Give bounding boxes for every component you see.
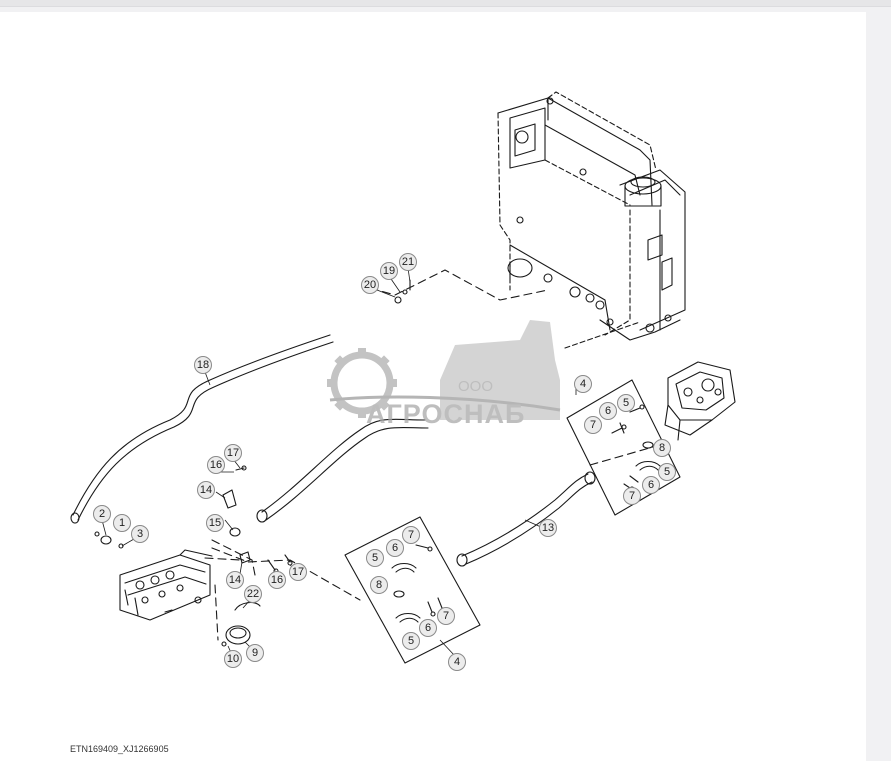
watermark-line2: АГРОСНАБ — [366, 399, 525, 429]
callout-16b: 16 — [268, 571, 286, 589]
callout-2: 2 — [93, 505, 111, 523]
callout-9: 9 — [246, 644, 264, 662]
callout-6-upper-a: 6 — [599, 402, 617, 420]
svg-text:6: 6 — [425, 622, 431, 634]
svg-text:17: 17 — [292, 566, 304, 578]
hose-13 — [456, 471, 596, 567]
callout-8-lower: 8 — [370, 576, 388, 594]
svg-text:6: 6 — [392, 542, 398, 554]
callout-22: 22 — [244, 585, 262, 603]
callout-leaders — [101, 267, 577, 658]
svg-text:7: 7 — [443, 610, 449, 622]
svg-text:5: 5 — [623, 397, 629, 409]
svg-text:6: 6 — [605, 405, 611, 417]
seal-kit-box-lower — [344, 516, 481, 664]
callout-19: 19 — [380, 262, 398, 280]
callout-15: 15 — [206, 514, 224, 532]
svg-text:2: 2 — [99, 508, 105, 520]
callout-7-upper-b: 7 — [623, 487, 641, 505]
callout-5-lower-b: 5 — [402, 632, 420, 650]
control-valve-assembly — [119, 549, 213, 621]
callouts: 20 19 21 18 2 1 3 17 16 14 15 14 16 17 2… — [93, 253, 676, 671]
svg-text:8: 8 — [659, 442, 665, 454]
svg-text:13: 13 — [542, 522, 554, 534]
svg-text:10: 10 — [227, 653, 239, 665]
top-bar — [0, 0, 891, 7]
svg-text:20: 20 — [364, 279, 376, 291]
callout-4-upper: 4 — [574, 375, 592, 393]
svg-text:7: 7 — [629, 490, 635, 502]
svg-text:9: 9 — [252, 647, 258, 659]
svg-text:14: 14 — [229, 574, 241, 586]
svg-text:5: 5 — [664, 466, 670, 478]
seal-kit-box-upper — [566, 379, 681, 516]
tractor-icon — [440, 320, 560, 420]
callout-6-upper-b: 6 — [642, 476, 660, 494]
callout-4-lower: 4 — [448, 653, 466, 671]
callout-16a: 16 — [207, 456, 225, 474]
fittings — [94, 279, 411, 647]
hydraulic-valve-block — [664, 361, 736, 441]
diagram-card — [0, 12, 866, 761]
hose-18 — [70, 334, 334, 524]
svg-text:5: 5 — [372, 552, 378, 564]
svg-text:7: 7 — [590, 419, 596, 431]
svg-text:14: 14 — [200, 484, 212, 496]
callout-17b: 17 — [289, 563, 307, 581]
svg-text:5: 5 — [408, 635, 414, 647]
callout-21: 21 — [399, 253, 417, 271]
svg-text:1: 1 — [119, 517, 125, 529]
callout-7-lower-b: 7 — [437, 607, 455, 625]
callout-20: 20 — [361, 276, 379, 294]
callout-3: 3 — [131, 525, 149, 543]
svg-text:22: 22 — [247, 588, 259, 600]
hose-center — [256, 418, 429, 523]
watermark-line1: ООО — [458, 378, 493, 395]
callout-5-upper-b: 5 — [658, 463, 676, 481]
svg-text:16: 16 — [210, 459, 222, 471]
callout-13: 13 — [539, 519, 557, 537]
svg-text:6: 6 — [648, 479, 654, 491]
cooler-assembly — [497, 91, 686, 349]
svg-text:8: 8 — [376, 579, 382, 591]
callout-6-lower-b: 6 — [419, 619, 437, 637]
svg-text:18: 18 — [197, 359, 209, 371]
callout-5-upper-a: 5 — [617, 394, 635, 412]
svg-text:16: 16 — [271, 574, 283, 586]
watermark: ООО АГРОСНАБ — [327, 320, 561, 429]
svg-text:7: 7 — [408, 529, 414, 541]
svg-text:15: 15 — [209, 517, 221, 529]
svg-text:4: 4 — [580, 378, 586, 390]
svg-text:4: 4 — [454, 656, 460, 668]
callout-14b: 14 — [226, 571, 244, 589]
callout-18: 18 — [194, 356, 212, 374]
leader-lines — [204, 269, 661, 641]
callout-7-upper-a: 7 — [584, 416, 602, 434]
callout-6-lower-a: 6 — [386, 539, 404, 557]
svg-text:21: 21 — [402, 256, 414, 268]
callout-10: 10 — [224, 650, 242, 668]
callout-8-upper: 8 — [653, 439, 671, 457]
svg-text:3: 3 — [137, 528, 143, 540]
callout-17a: 17 — [224, 444, 242, 462]
figure-id-label: ETN169409_XJ1266905 — [70, 744, 169, 754]
svg-text:17: 17 — [227, 447, 239, 459]
callout-14a: 14 — [197, 481, 215, 499]
callout-7-lower-a: 7 — [402, 526, 420, 544]
svg-text:19: 19 — [383, 265, 395, 277]
callout-1: 1 — [113, 514, 131, 532]
callout-5-lower-a: 5 — [366, 549, 384, 567]
